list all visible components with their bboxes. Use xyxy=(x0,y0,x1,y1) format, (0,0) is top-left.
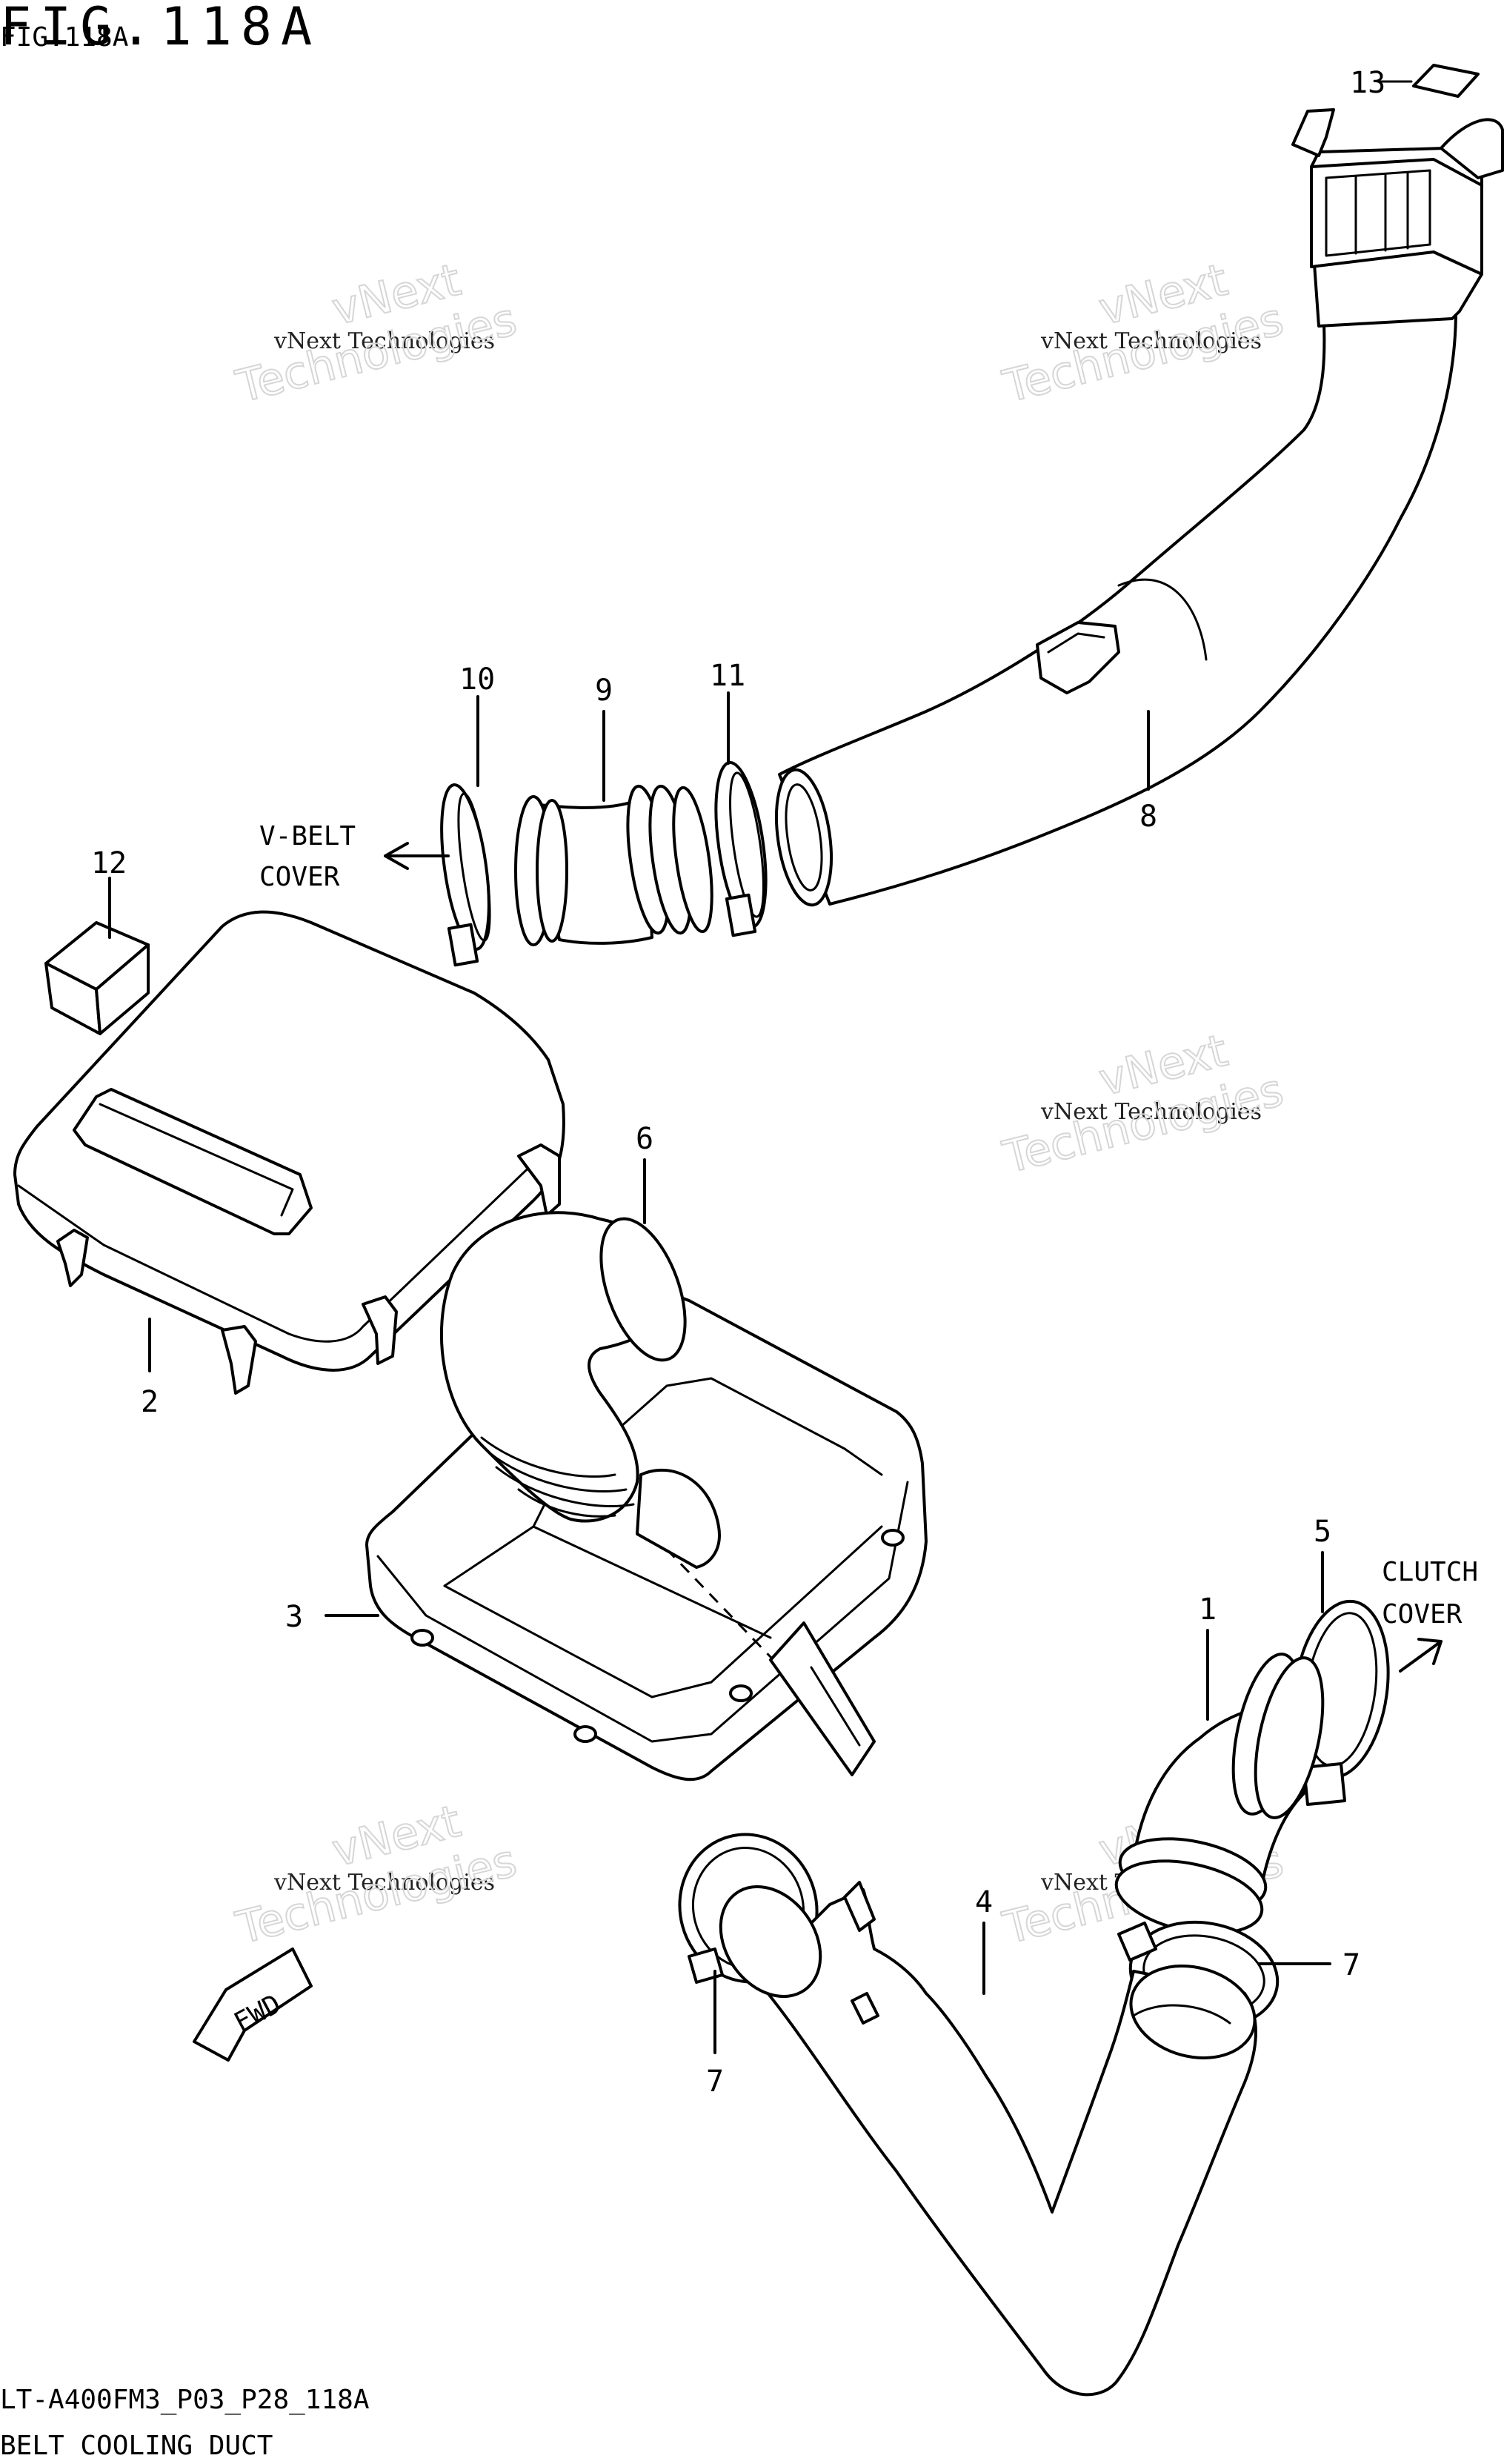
callout-7-left: 7 xyxy=(706,2065,724,2099)
watermark-text: vNext Technologies xyxy=(273,1870,495,1896)
callout-12: 12 xyxy=(91,846,127,880)
watermark-text: vNext Technologies xyxy=(273,328,495,354)
clutch-label-line2: COVER xyxy=(1382,1599,1463,1630)
callout-2: 2 xyxy=(141,1385,159,1419)
part-4-hose xyxy=(719,1881,1257,2397)
watermark-text: vNext Technologies xyxy=(1040,1099,1262,1125)
callout-1: 1 xyxy=(1199,1593,1217,1627)
fwd-arrow: FWD xyxy=(193,1947,313,2062)
callout-9: 9 xyxy=(595,674,613,708)
callout-11: 11 xyxy=(710,659,745,693)
callout-13: 13 xyxy=(1350,66,1385,100)
vbelt-cover-annotation: V-BELT COVER xyxy=(259,821,450,892)
clutch-cover-annotation: CLUTCH COVER xyxy=(1382,1557,1478,1673)
callout-10: 10 xyxy=(459,663,495,697)
part-13-pad xyxy=(1377,64,1480,98)
part-11-clamp xyxy=(714,761,768,937)
callout-5: 5 xyxy=(1314,1515,1331,1549)
vbelt-label-line2: COVER xyxy=(259,862,340,892)
diagram-caption: BELT COOLING DUCT xyxy=(0,2431,273,2460)
callouts: 1 2 3 4 5 6 7 7 8 9 10 11 12 13 xyxy=(91,66,1385,2099)
vbelt-label-line1: V-BELT xyxy=(259,821,356,851)
callout-7-right: 7 xyxy=(1342,1948,1360,1982)
part-8-upper-duct xyxy=(775,108,1504,907)
part-9-coupling xyxy=(514,784,713,946)
callout-8: 8 xyxy=(1139,800,1157,834)
figure-title: FIG.118A xyxy=(0,0,321,57)
callout-4: 4 xyxy=(975,1885,993,1919)
part-6-hose xyxy=(439,1211,687,1523)
part-10-clamp xyxy=(440,783,491,967)
figure-subtitle: FIG.118A xyxy=(0,22,129,53)
watermark-text: vNext Technologies xyxy=(1040,328,1262,354)
model-code: LT-A400FM3_P03_P28_118A xyxy=(0,2385,370,2415)
part-2-cover xyxy=(13,910,565,1395)
callout-3: 3 xyxy=(285,1600,303,1634)
part-12-pad xyxy=(44,921,150,1035)
clutch-label-line1: CLUTCH xyxy=(1382,1557,1478,1587)
callout-6: 6 xyxy=(636,1122,653,1156)
part-1-coupling xyxy=(1114,1653,1325,1935)
